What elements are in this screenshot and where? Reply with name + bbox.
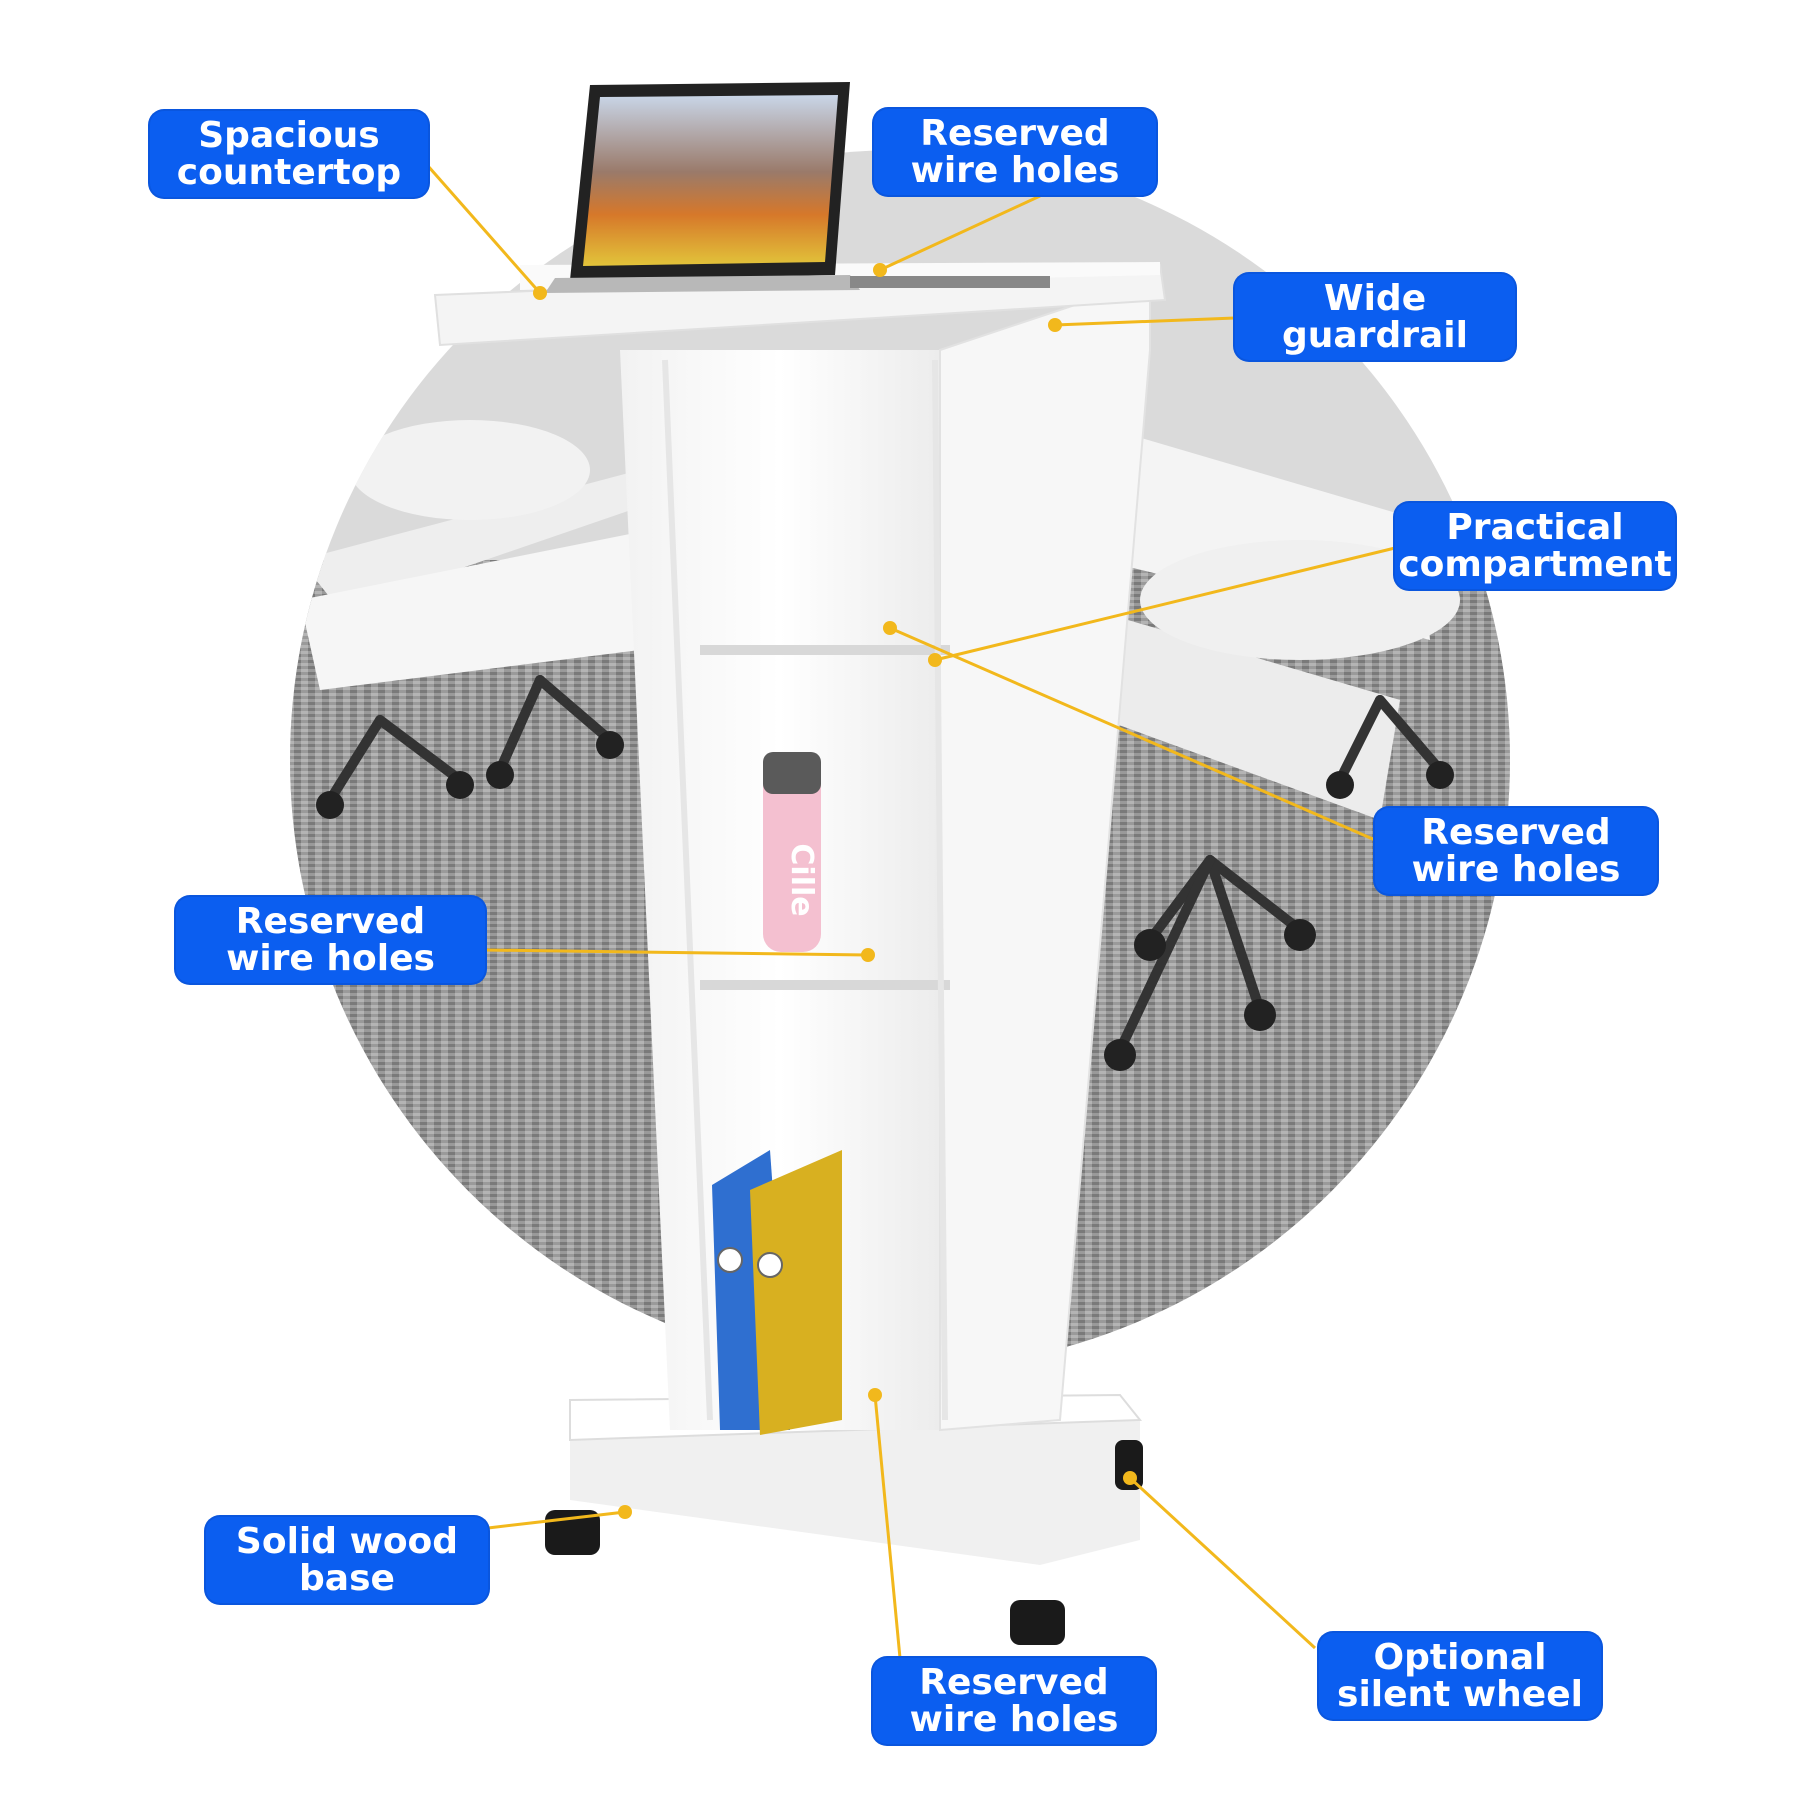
callout-spacious-countertop: Spacious countertop	[150, 111, 428, 197]
callout-wire-holes-bottom: Reserved wire holes	[873, 1658, 1155, 1744]
bottle-text: Cille	[784, 843, 819, 916]
podium-body	[620, 278, 1151, 1432]
binders	[712, 1150, 842, 1435]
callout-solid-wood-base: Solid wood base	[206, 1517, 488, 1603]
callout-wide-guardrail: Wide guardrail	[1235, 274, 1515, 360]
laptop	[545, 82, 860, 293]
leader-dots	[533, 263, 1137, 1519]
callout-wire-holes-right: Reserved wire holes	[1375, 808, 1657, 894]
callout-wire-holes-left: Reserved wire holes	[176, 897, 485, 983]
leader-lines	[426, 165, 1396, 1659]
keyboard-tray	[850, 276, 1050, 288]
water-bottle: Cille	[763, 752, 821, 952]
callout-wire-holes-top: Reserved wire holes	[874, 109, 1156, 195]
callout-practical-compartment: Practical compartment	[1395, 503, 1675, 589]
callout-optional-silent-wheel: Optional silent wheel	[1319, 1633, 1601, 1719]
